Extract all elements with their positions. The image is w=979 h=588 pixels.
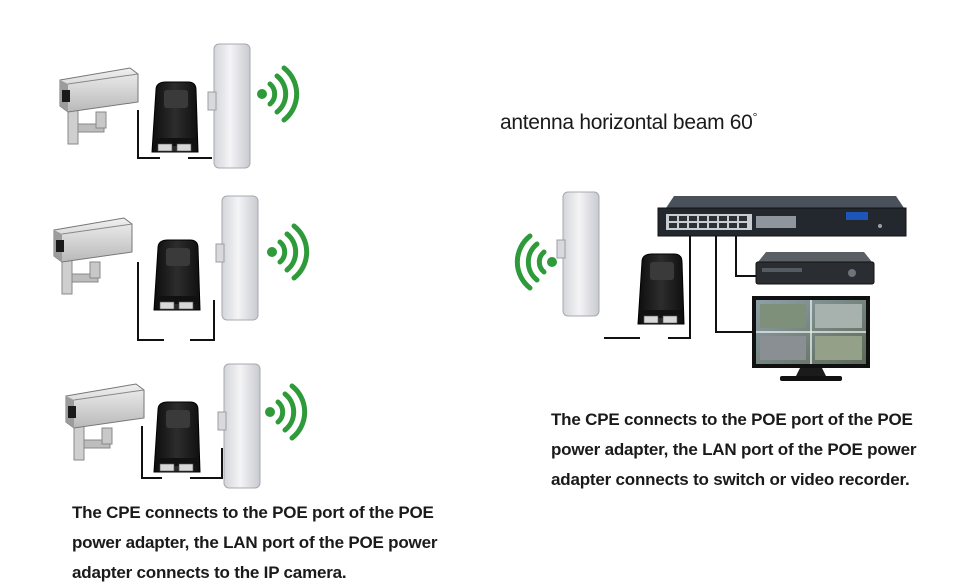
- wifi-signal-icon: [267, 226, 307, 278]
- ip-camera-icon: [53, 217, 133, 295]
- poe-adapter-icon: [151, 81, 199, 153]
- cpe-antenna-icon: [215, 195, 259, 321]
- video-recorder-icon: [755, 252, 875, 285]
- wifi-signal-icon: [514, 233, 557, 291]
- antenna-beam-title: antenna horizontal beam 60°: [500, 110, 757, 135]
- network-switch-icon: [657, 196, 907, 237]
- camera-link-row-2: [53, 195, 307, 341]
- caption-line: adapter connects to switch or video reco…: [551, 470, 910, 489]
- camera-link-row-3: [65, 363, 305, 489]
- cpe-antenna-icon: [217, 363, 261, 489]
- camera-link-row-1: [59, 43, 297, 169]
- caption-switch-connection: The CPE connects to the POE port of the …: [551, 405, 971, 495]
- caption-camera-connection: The CPE connects to the POE port of the …: [72, 498, 492, 588]
- wifi-signal-icon: [265, 386, 305, 438]
- network-link-right: [514, 191, 907, 381]
- degree-mark: °: [752, 110, 758, 124]
- beam-title-text: antenna horizontal beam 60: [500, 111, 753, 134]
- monitor-icon: [752, 296, 870, 381]
- poe-adapter-icon: [153, 239, 201, 311]
- caption-line: adapter connects to the IP camera.: [72, 563, 347, 582]
- cpe-antenna-icon: [556, 191, 600, 317]
- ip-camera-icon: [59, 67, 139, 145]
- ip-camera-icon: [65, 383, 145, 461]
- cpe-antenna-icon: [207, 43, 251, 169]
- caption-line: The CPE connects to the POE port of the …: [72, 503, 434, 522]
- caption-line: The CPE connects to the POE port of the …: [551, 410, 913, 429]
- poe-adapter-icon: [153, 401, 201, 473]
- poe-adapter-icon: [637, 253, 685, 325]
- wifi-signal-icon: [257, 68, 297, 120]
- caption-line: power adapter, the LAN port of the POE p…: [72, 533, 438, 552]
- caption-line: power adapter, the LAN port of the POE p…: [551, 440, 917, 459]
